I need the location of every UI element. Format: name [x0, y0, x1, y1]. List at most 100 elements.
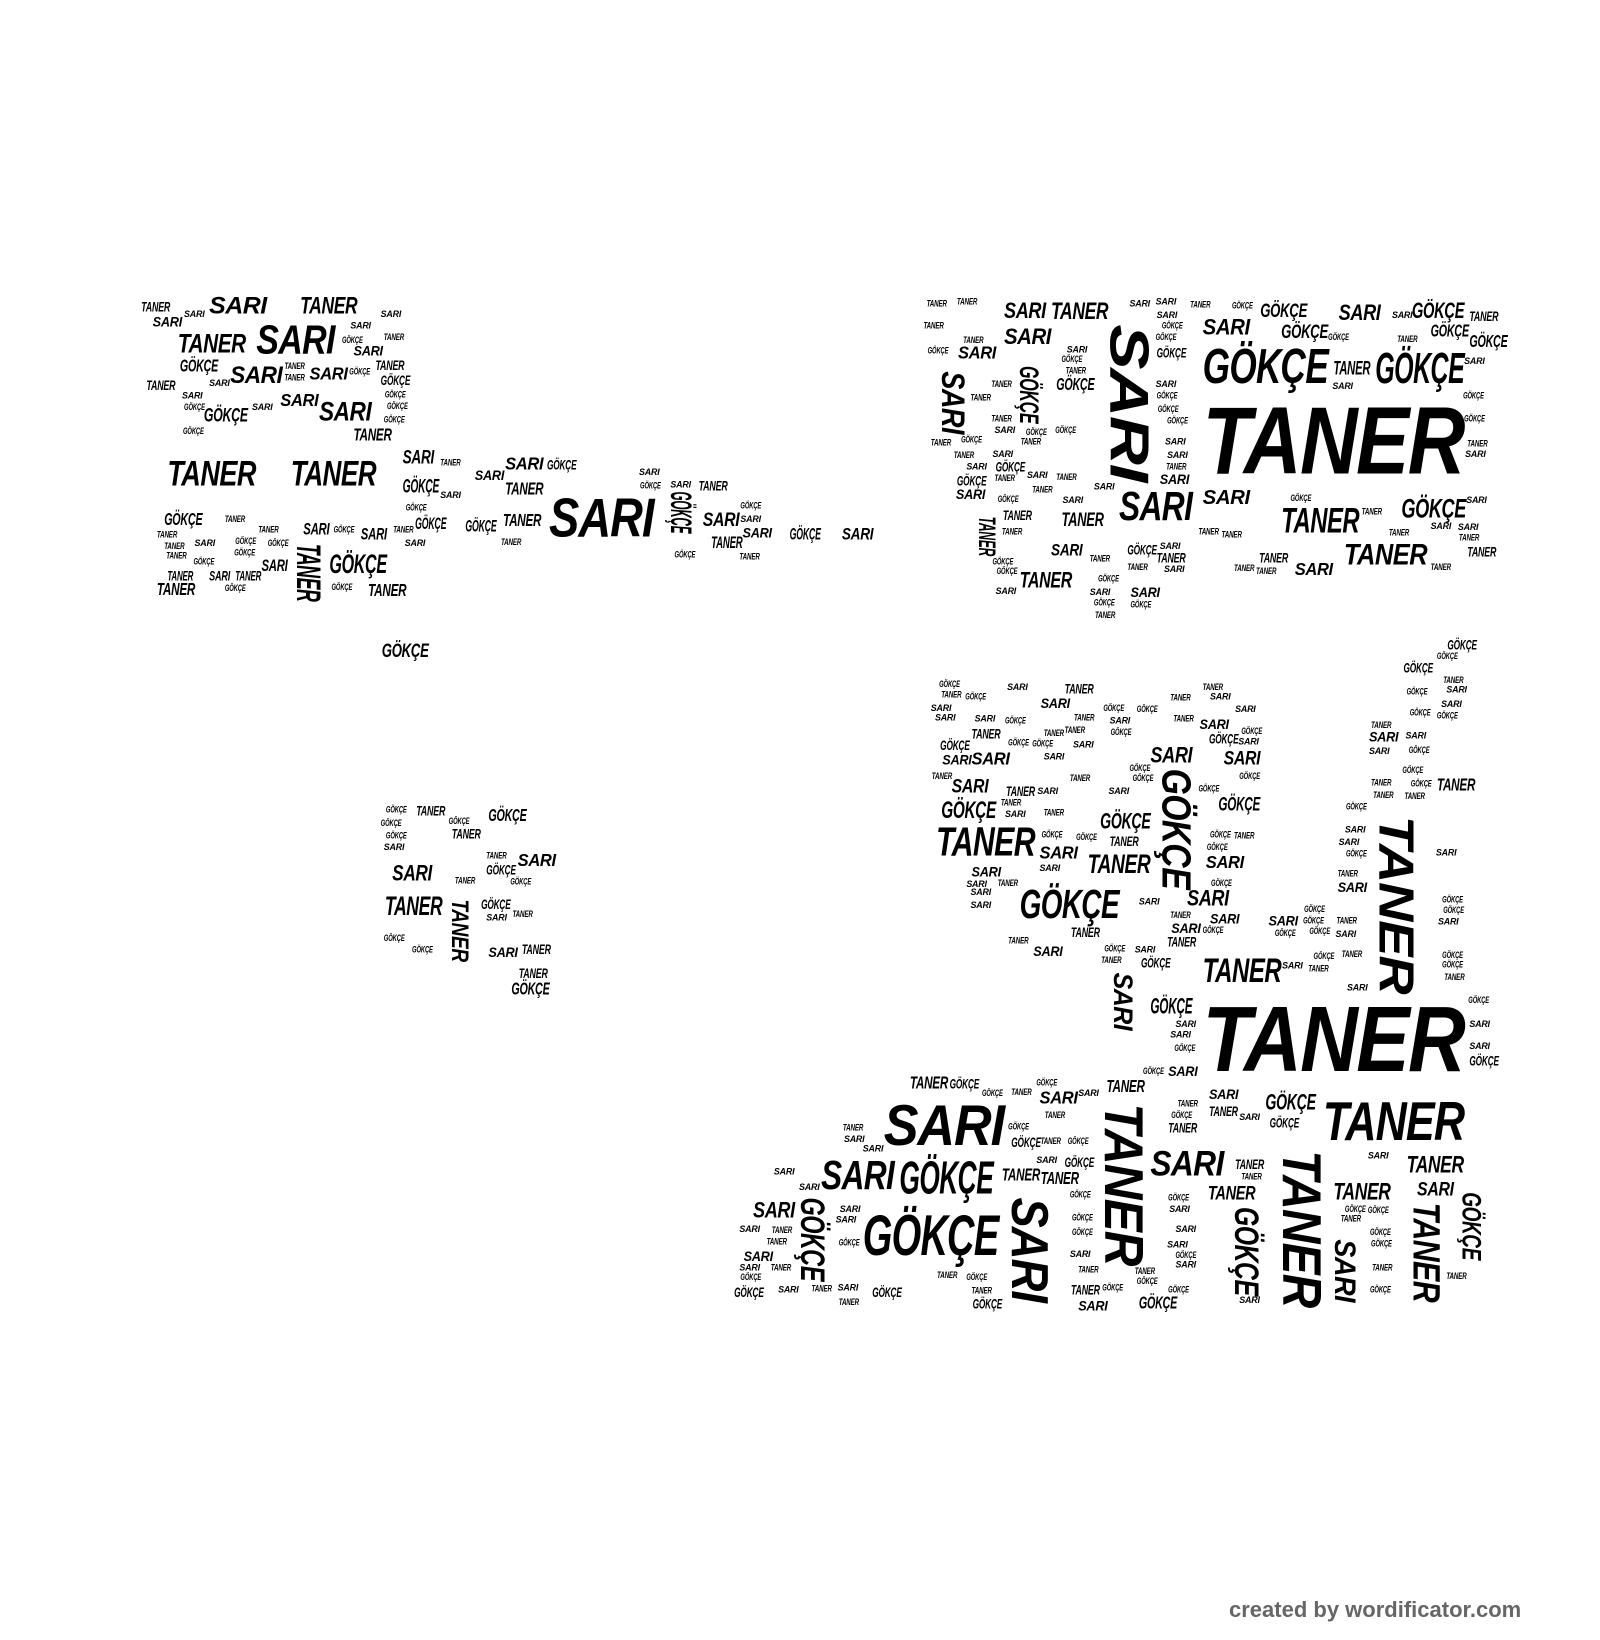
cloud-word-sari: SARI	[1150, 1143, 1224, 1184]
cloud-word-taner: TANER	[1372, 1262, 1393, 1273]
cloud-word-sari: SARI	[956, 486, 986, 502]
cloud-word-taner: TANER	[995, 472, 1016, 484]
cloud-word-gökçe: GÖKÇE	[1442, 949, 1463, 961]
cloud-word-gökçe: GÖKÇE	[1167, 1283, 1189, 1295]
cloud-word-taner: TANER	[811, 1282, 832, 1294]
cloud-word-taner: TANER	[956, 296, 977, 307]
cloud-word-sari: SARI	[1156, 296, 1177, 307]
cloud-word-taner: TANER	[1404, 1202, 1448, 1303]
cloud-word-gökçe: GÖKÇE	[956, 472, 987, 489]
cloud-word-gökçe: GÖKÇE	[1401, 492, 1467, 524]
cloud-word-taner: TANER	[1337, 868, 1358, 879]
cloud-word-sari: SARI	[1066, 344, 1088, 355]
cloud-word-taner: TANER	[909, 1072, 948, 1093]
cloud-word-gökçe: GÖKÇE	[1036, 1077, 1058, 1089]
cloud-word-taner: TANER	[486, 850, 507, 861]
cloud-word-gökçe: GÖKÇE	[640, 480, 662, 491]
cloud-word-taner: TANER	[1090, 552, 1111, 564]
cloud-word-sari: SARI	[1469, 1018, 1490, 1030]
cloud-word-gökçe: GÖKÇE	[1290, 493, 1312, 504]
cloud-word-sari: SARI	[549, 488, 655, 550]
cloud-word-sari: SARI	[1199, 715, 1229, 732]
cloud-word-sari: SARI	[440, 489, 461, 501]
cloud-word-taner: TANER	[991, 378, 1013, 389]
cloud-word-sari: SARI	[1035, 1154, 1057, 1166]
cloud-word-sari: SARI	[209, 567, 231, 584]
cloud-word-gökçe: GÖKÇE	[1303, 914, 1324, 926]
cloud-word-taner: TANER	[1019, 568, 1073, 594]
cloud-word-sari: SARI	[1043, 750, 1064, 762]
cloud-word-taner: TANER	[1074, 712, 1095, 724]
cloud-word-sari: SARI	[1210, 910, 1240, 927]
cloud-word-taner: TANER	[739, 551, 760, 562]
cloud-word-sari: SARI	[1078, 1298, 1108, 1314]
cloud-word-taner: TANER	[1336, 914, 1357, 926]
cloud-word-sari: SARI	[1332, 380, 1353, 391]
cloud-word-gökçe: GÖKÇE	[415, 515, 447, 533]
cloud-word-gökçe: GÖKÇE	[1161, 320, 1183, 331]
cloud-word-gökçe: GÖKÇE	[1270, 1114, 1300, 1131]
cloud-word-taner: TANER	[954, 449, 975, 460]
cloud-word-taner: TANER	[505, 479, 544, 499]
cloud-word-sari: SARI	[1469, 1040, 1490, 1052]
cloud-word-taner: TANER	[1241, 1170, 1263, 1182]
cloud-word-taner: TANER	[1202, 681, 1224, 692]
cloud-word-gökçe: GÖKÇE	[997, 493, 1019, 504]
cloud-word-sari: SARI	[835, 1214, 857, 1226]
cloud-word-sari: SARI	[360, 525, 387, 544]
cloud-word-gökçe: GÖKÇE	[1153, 768, 1199, 890]
cloud-word-gökçe: GÖKÇE	[203, 405, 248, 426]
cloud-word-sari: SARI	[1072, 739, 1094, 750]
cloud-word-sari: SARI	[1130, 584, 1160, 601]
cloud-word-taner: TANER	[699, 477, 729, 494]
cloud-word-sari: SARI	[774, 1166, 795, 1177]
cloud-word-sari: SARI	[1294, 559, 1333, 580]
cloud-word-taner: TANER	[1078, 1264, 1099, 1275]
cloud-word-sari: SARI	[966, 878, 988, 889]
cloud-word-taner: TANER	[1094, 610, 1115, 621]
cloud-word-gökçe: GÖKÇE	[1436, 710, 1458, 721]
cloud-word-taner: TANER	[1020, 436, 1042, 447]
cloud-word-taner: TANER	[289, 543, 328, 602]
cloud-word-sari: SARI	[994, 424, 1016, 436]
cloud-word-sari: SARI	[1163, 564, 1185, 575]
cloud-word-gökçe: GÖKÇE	[1011, 1134, 1042, 1151]
cloud-word-sari: SARI	[230, 360, 283, 388]
cloud-word-gökçe: GÖKÇE	[1136, 703, 1158, 715]
cloud-word-gökçe: GÖKÇE	[862, 1203, 1000, 1268]
cloud-word-gökçe: GÖKÇE	[1241, 726, 1262, 737]
cloud-word-sari: SARI	[1235, 703, 1256, 715]
cloud-word-gökçe: GÖKÇE	[899, 1152, 994, 1204]
cloud-word-taner: TANER	[1064, 724, 1086, 735]
cloud-word-taner: TANER	[166, 550, 187, 561]
cloud-word-gökçe: GÖKÇE	[1094, 597, 1116, 609]
cloud-word-taner: TANER	[1156, 550, 1186, 567]
cloud-word-gökçe: GÖKÇE	[381, 640, 429, 662]
cloud-word-gökçe: GÖKÇE	[1139, 1292, 1178, 1313]
cloud-word-sari: SARI	[1368, 1150, 1389, 1161]
cloud-word-taner: TANER	[1373, 789, 1394, 800]
cloud-word-taner: TANER	[1198, 526, 1220, 537]
cloud-word-gökçe: GÖKÇE	[991, 556, 1013, 567]
cloud-word-taner: TANER	[766, 1236, 787, 1247]
cloud-word-gökçe: GÖKÇE	[733, 1283, 764, 1300]
cloud-word-gökçe: GÖKÇE	[1140, 955, 1171, 971]
cloud-word-gökçe: GÖKÇE	[982, 1087, 1004, 1099]
cloud-word-taner: TANER	[1040, 1135, 1062, 1147]
cloud-word-taner: TANER	[1170, 692, 1191, 703]
cloud-word-taner: TANER	[1043, 727, 1064, 739]
cloud-word-sari: SARI	[194, 537, 216, 548]
cloud-word-sari: SARI	[934, 712, 956, 723]
cloud-word-sari: SARI	[1089, 586, 1111, 598]
cloud-word-sari: SARI	[380, 309, 402, 320]
cloud-word-sari: SARI	[1069, 1249, 1091, 1260]
cloud-word-gökçe: GÖKÇE	[1202, 338, 1329, 393]
cloud-word-sari: SARI	[1039, 842, 1078, 863]
cloud-word-sari: SARI	[1417, 1178, 1454, 1200]
cloud-word-sari: SARI	[820, 1153, 895, 1199]
cloud-word-gökçe: GÖKÇE	[1032, 738, 1054, 750]
cloud-word-gökçe: GÖKÇE	[1166, 414, 1188, 426]
cloud-word-sari: SARI	[280, 390, 319, 411]
cloud-word-gökçe: GÖKÇE	[1442, 959, 1464, 970]
